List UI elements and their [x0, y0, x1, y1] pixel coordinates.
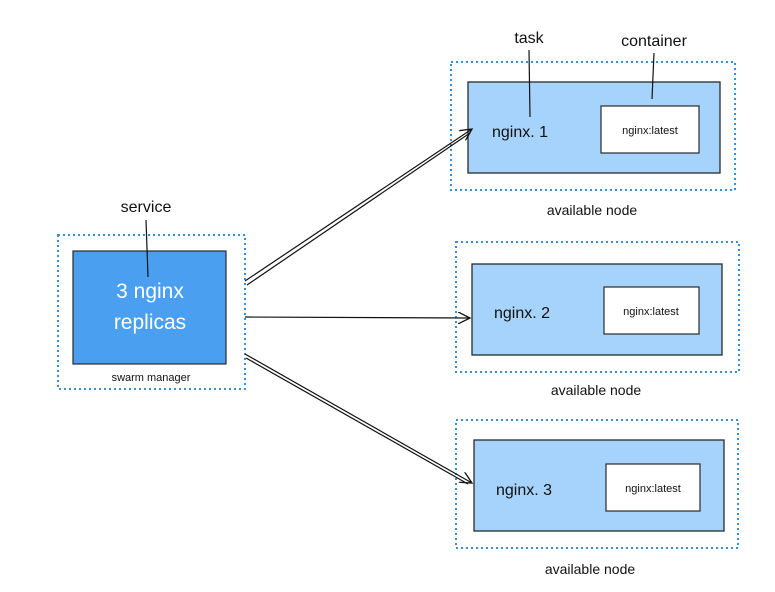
arrow-to-node-3-sketch [245, 357, 469, 485]
service-box [72, 250, 227, 365]
container-3-box [605, 463, 701, 512]
service-label: service [121, 199, 172, 216]
arrows [244, 129, 472, 485]
task-annotation-label: task [514, 30, 544, 47]
node-1-boundary [450, 61, 736, 191]
service-text-line1: 3 nginx [116, 280, 184, 303]
swarm-manager-boundary [57, 234, 246, 390]
service-pointer-line [145, 219, 149, 278]
node-3-label: available node [545, 561, 636, 577]
node-3: nginx. 3 nginx:latest available node [455, 419, 739, 577]
arrow-to-node-2 [244, 317, 470, 318]
container-3-label: nginx:latest [625, 483, 681, 495]
node-2-label: available node [551, 382, 642, 398]
swarm-manager-group: 3 nginx replicas swarm manager service [57, 199, 246, 390]
service-text-line2: replicas [114, 311, 186, 334]
task-2-label: nginx. 2 [494, 305, 550, 322]
node-1-label: available node [547, 202, 638, 218]
arrow-to-node-1 [244, 129, 472, 282]
task-pointer-line [528, 49, 531, 118]
swarm-manager-label: swarm manager [112, 372, 191, 384]
task-3-label: nginx. 3 [496, 482, 552, 499]
container-1-box [600, 105, 700, 154]
container-pointer-line [651, 52, 655, 100]
arrow-to-node-3 [244, 353, 472, 483]
container-2-box [603, 286, 700, 335]
arrow-to-node-1-sketch [246, 132, 471, 286]
node-2-boundary [455, 241, 740, 373]
node-1: nginx. 1 nginx:latest available node tas… [450, 30, 736, 218]
container-2-label: nginx:latest [623, 306, 679, 318]
task-1-label: nginx. 1 [492, 124, 548, 141]
node-2: nginx. 2 nginx:latest available node [455, 241, 740, 398]
node-3-boundary [455, 419, 739, 549]
container-annotation-label: container [621, 33, 687, 50]
container-1-label: nginx:latest [622, 125, 678, 137]
